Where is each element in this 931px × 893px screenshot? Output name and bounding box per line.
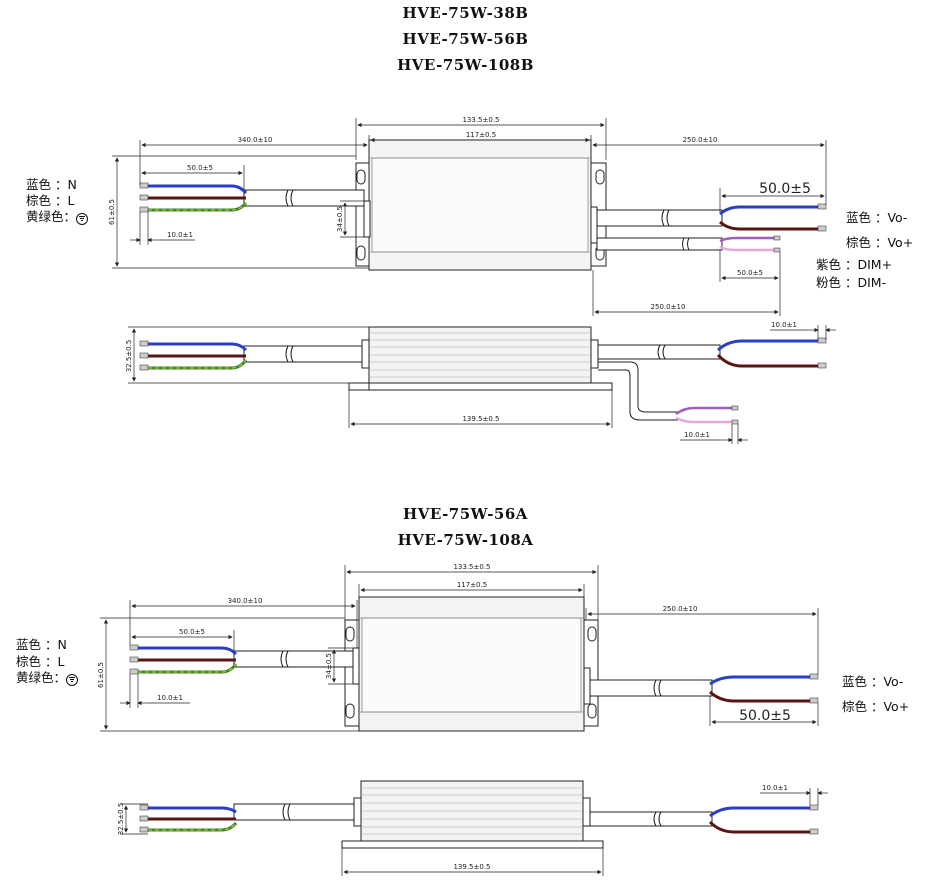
b-dim-side-height: 32.5±0.5 (125, 340, 133, 373)
a-dim-case-inner: 117±0.5 (457, 581, 487, 589)
a-top-view: 133.5±0.5 117±0.5 340.0±10 250.0±10 50.0… (97, 563, 819, 732)
legend-input-brown-a: 棕色 ：L (16, 654, 65, 669)
ground-icon (66, 673, 79, 686)
model-title-b1: HVE-75W-38B (402, 4, 529, 22)
b-dim-input-cable: 340.0±10 (238, 136, 273, 144)
b-dim-case-inner: 117±0.5 (466, 131, 496, 139)
a-dim-mount-height: 34±0.5 (325, 653, 333, 679)
b-dim-mount-height: 34±0.5 (336, 206, 344, 232)
legend-input-yg-a: 黄绿色： (16, 667, 79, 686)
a-dim-height: 61±0.5 (97, 662, 105, 688)
model-title-b2: HVE-75W-56B (402, 30, 529, 48)
a-dim-input-cable: 340.0±10 (228, 597, 263, 605)
legend-output-blue-a: 蓝色 ：Vo- (842, 674, 904, 689)
a-dim-output-strip: 50.0±5 (739, 708, 791, 724)
a-dim-input-tip: 10.0±1 (157, 694, 183, 702)
b-dim-input-tip: 10.0±1 (167, 231, 193, 239)
a-side-view: 32.5±0.5 10.0±1 139.5±0.5 (117, 780, 828, 876)
b-dim-side-output-tip: 10.0±1 (771, 321, 797, 329)
b-dim-side-length: 139.5±0.5 (462, 415, 499, 423)
b-dim-output-cable: 250.0±10 (683, 136, 718, 144)
model-title-b3: HVE-75W-108B (397, 56, 534, 74)
b-dim-input-strip: 50.0±5 (187, 164, 213, 172)
legend-output-brown-a: 棕色 ：Vo+ (842, 699, 910, 714)
legend-input-blue-b: 蓝色 ：N (26, 177, 77, 192)
legend-input-blue-a: 蓝色 ：N (16, 637, 67, 652)
legend-input-yg-b: 黄绿色： (26, 206, 89, 225)
b-top-view: 133.5±0.5 117±0.5 340.0±10 250.0±10 50.0… (108, 116, 827, 316)
b-dim-dim-strip: 50.0±5 (737, 269, 763, 277)
legend-output-purple-b: 紫色 ：DIM+ (816, 257, 893, 272)
a-dim-output-cable: 250.0±10 (663, 605, 698, 613)
model-title-a2: HVE-75W-108A (397, 531, 534, 549)
a-dim-input-strip: 50.0±5 (179, 628, 205, 636)
a-dim-side-length: 139.5±0.5 (453, 863, 490, 871)
a-dim-case-total: 133.5±0.5 (453, 563, 490, 571)
legend-output-pink-b: 粉色 ：DIM- (816, 275, 887, 290)
ground-icon (76, 212, 89, 225)
b-dim-dim-cable: 250.0±10 (651, 303, 686, 311)
model-title-a1: HVE-75W-56A (403, 505, 528, 523)
legend-output-blue-b: 蓝色 ：Vo- (846, 210, 908, 225)
b-dim-output-strip: 50.0±5 (759, 181, 811, 197)
b-dim-height: 61±0.5 (108, 199, 116, 225)
legend-output-brown-b: 棕色 ：Vo+ (846, 235, 914, 250)
a-dim-side-output-tip: 10.0±1 (762, 784, 788, 792)
b-dim-case-total: 133.5±0.5 (462, 116, 499, 124)
a-dim-side-height: 32.5±0.5 (117, 803, 125, 836)
legend-input-yg-text-a: 黄绿色： (16, 670, 67, 685)
legend-input-yg-text-b: 黄绿色： (26, 209, 77, 224)
b-dim-side-dim-tip: 10.0±1 (684, 431, 710, 439)
legend-input-brown-b: 棕色 ：L (26, 193, 75, 208)
b-side-view: 32.5±0.5 10.0±1 139.5±0.5 10.0±1 (125, 321, 836, 444)
